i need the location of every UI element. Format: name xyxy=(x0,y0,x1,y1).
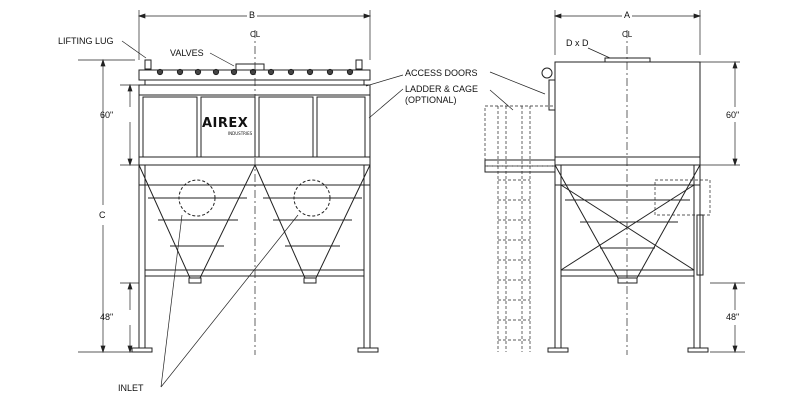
leader-lines-front xyxy=(122,41,403,387)
airex-logo: AIREX xyxy=(202,116,249,131)
dimension-48-left xyxy=(120,283,139,352)
lifting-lug-left xyxy=(145,60,151,69)
side-housing xyxy=(555,62,700,165)
inlet-right xyxy=(294,180,330,216)
side-inlet xyxy=(655,180,710,215)
valve-icon xyxy=(177,69,182,74)
dimension-label-48-right: 48" xyxy=(726,312,740,322)
valve-icon xyxy=(268,69,273,74)
ladder-cage xyxy=(485,106,555,352)
support-frame xyxy=(132,165,378,352)
dimension-label-60-right: 60" xyxy=(726,110,740,120)
valve-icon xyxy=(347,69,352,74)
outlet-flange xyxy=(236,64,264,70)
centerline-symbol-side: CL xyxy=(622,30,633,39)
dimension-label-a: A xyxy=(622,10,633,20)
label-ladder-cage-optional: (OPTIONAL) xyxy=(405,95,457,105)
airex-logo-sub: INDUSTRIES xyxy=(228,131,253,136)
label-lifting-lug: LIFTING LUG xyxy=(58,36,114,46)
valve-icon xyxy=(231,69,236,74)
side-frame xyxy=(548,165,708,352)
side-outlet-flange xyxy=(605,58,650,62)
valve-icon xyxy=(157,69,162,74)
side-hopper xyxy=(555,165,700,283)
dimension-60-right xyxy=(733,62,737,165)
dimension-label-c: C xyxy=(99,210,106,220)
inlet-left xyxy=(179,180,215,216)
label-inlet: INLET xyxy=(118,383,144,393)
dimension-60-left xyxy=(120,85,139,165)
access-door xyxy=(143,97,197,157)
access-door xyxy=(259,97,313,157)
dimension-c xyxy=(78,60,135,352)
valve-icon xyxy=(327,69,332,74)
dimension-48-right xyxy=(710,283,745,352)
valve-icon xyxy=(195,69,200,74)
valve-icon xyxy=(307,69,312,74)
side-valve-icon xyxy=(542,68,552,78)
access-door xyxy=(317,97,365,157)
label-ladder-cage: LADDER & CAGE xyxy=(405,84,479,94)
valve-icon xyxy=(288,69,293,74)
dimension-label-b: B xyxy=(247,10,258,20)
valve-row xyxy=(157,69,352,74)
lifting-lug-right xyxy=(356,60,362,69)
valve-icon xyxy=(213,69,218,74)
label-access-doors: ACCESS DOORS xyxy=(405,68,478,78)
valve-icon xyxy=(250,69,255,74)
dimension-label-48-left: 48" xyxy=(100,312,114,322)
centerline-symbol-front: CL xyxy=(250,30,261,39)
side-view xyxy=(485,10,745,355)
hoppers xyxy=(139,165,370,283)
dimension-label-dxd: D x D xyxy=(566,38,589,48)
dimension-label-60-left: 60" xyxy=(100,110,114,120)
leader-lines-side xyxy=(490,72,545,110)
front-view xyxy=(78,10,403,387)
label-valves: VALVES xyxy=(170,48,204,58)
